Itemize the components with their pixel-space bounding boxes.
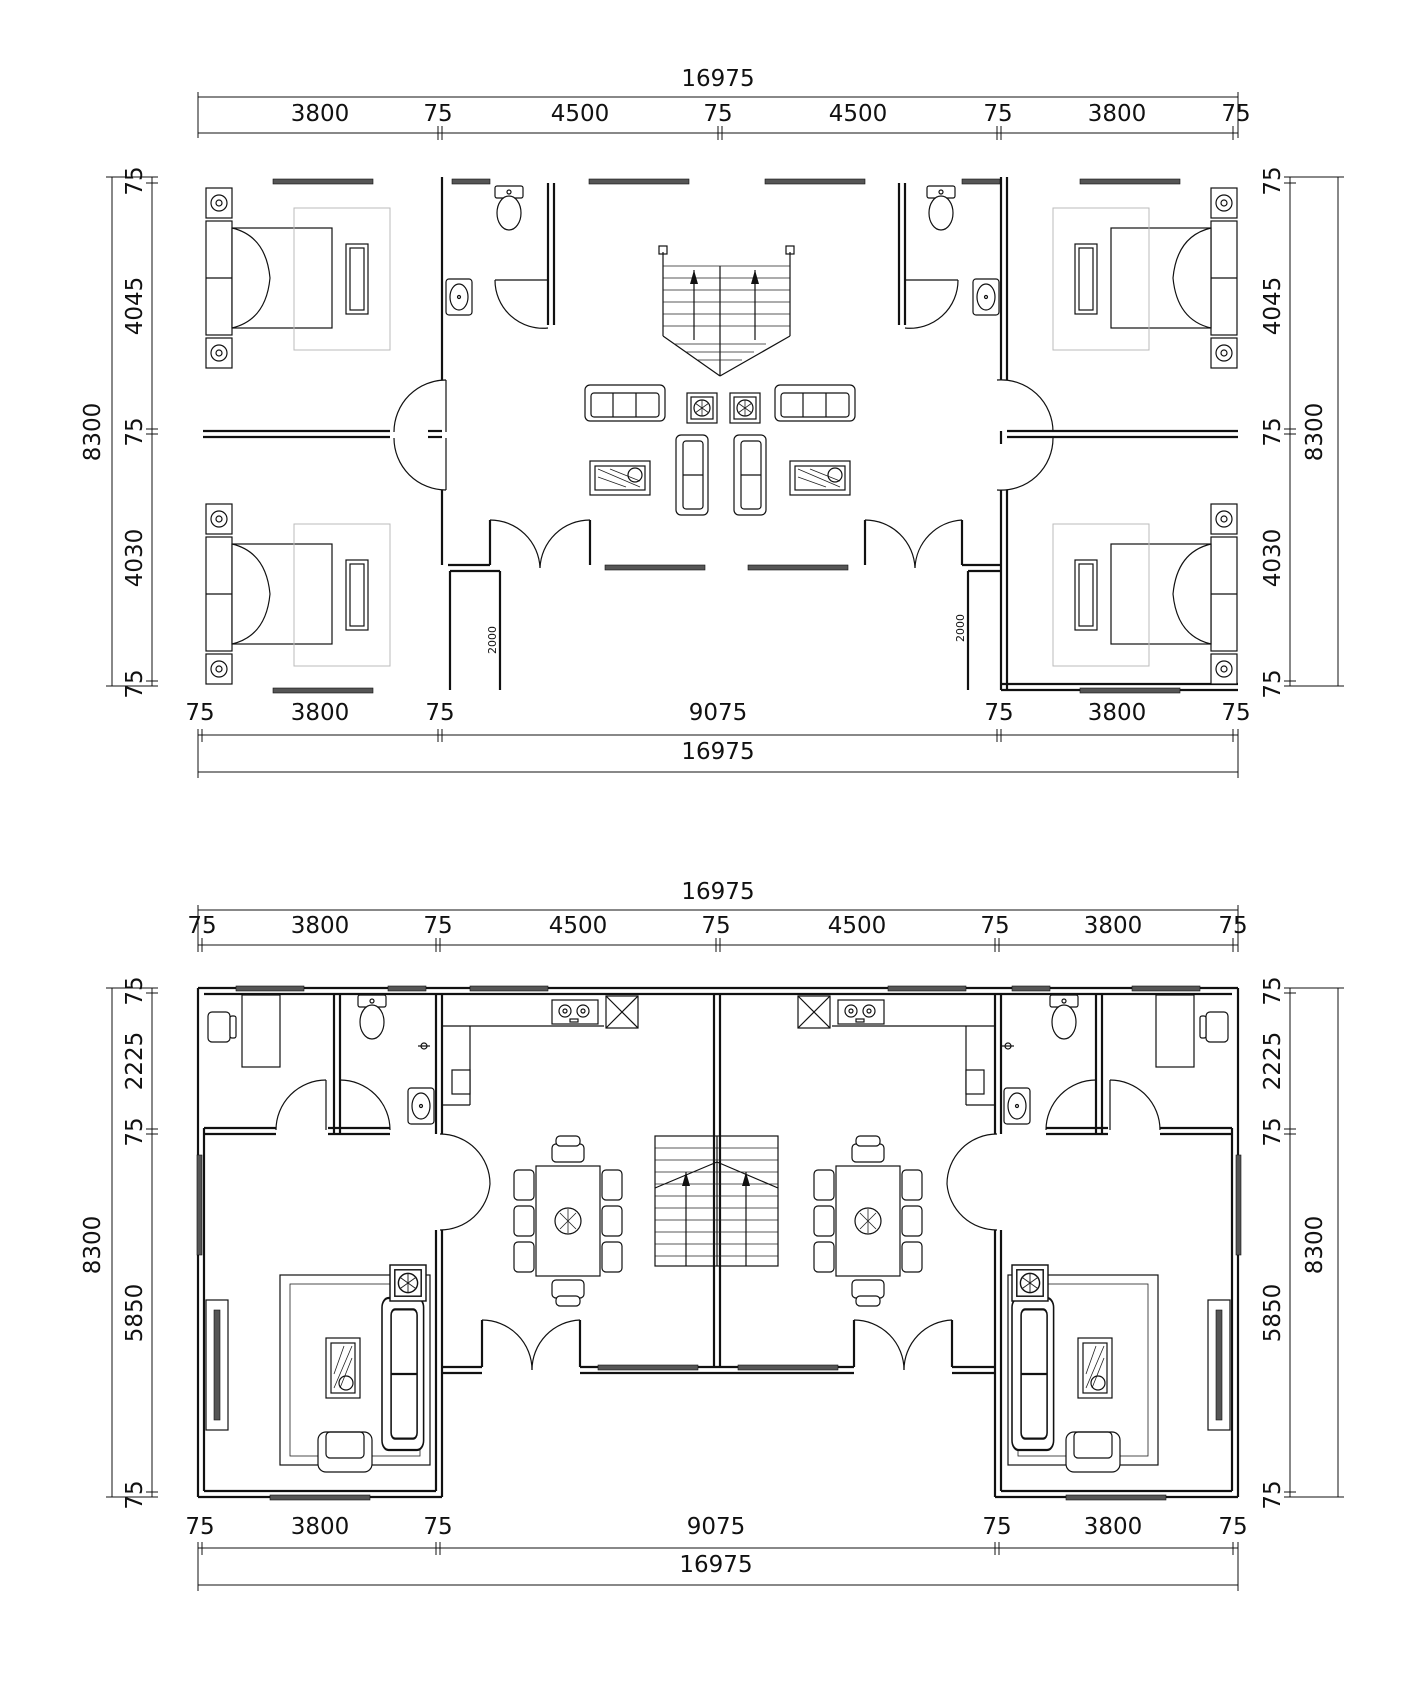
lower-top-seg-2: 3800 [291, 913, 350, 939]
lower-bottom-seg-3: 75 [423, 1514, 452, 1540]
lower-bottom-dimension: 75 3800 75 9075 75 3800 75 16975 [185, 1514, 1248, 1591]
upper-left-seg-5: 75 [122, 669, 148, 698]
upper-plan: 16975 3800 75 4500 75 4500 75 3800 75 83… [80, 66, 1344, 778]
lower-right-seg-5: 75 [1260, 1480, 1286, 1509]
upper-stub-label-1: 2000 [486, 626, 499, 654]
upper-right-seg-5: 75 [1260, 669, 1286, 698]
lower-top-seg-3: 75 [423, 913, 452, 939]
lower-left-seg-2: 2225 [122, 1032, 148, 1091]
upper-left-seg-3: 75 [122, 417, 148, 446]
upper-doors [393, 279, 1054, 569]
upper-left-seg-1: 75 [122, 166, 148, 195]
upper-top-dimension: 16975 3800 75 4500 75 4500 75 3800 75 [197, 66, 1251, 140]
upper-top-seg-8: 75 [1221, 101, 1250, 127]
upper-windows [272, 178, 1181, 694]
lower-bottom-seg-7: 75 [1218, 1514, 1247, 1540]
upper-stub-label-2: 2000 [954, 614, 967, 642]
lower-top-dimension: 16975 75 3800 75 4500 75 4500 75 3800 75 [187, 879, 1248, 952]
upper-left-seg-4: 4030 [122, 529, 148, 588]
upper-top-seg-1: 3800 [291, 101, 350, 127]
upper-living-furniture [584, 384, 856, 516]
lower-service-rooms [207, 994, 1229, 1125]
upper-top-seg-4: 75 [703, 101, 732, 127]
upper-bottom-seg-7: 75 [1221, 700, 1250, 726]
upper-bathroom-fixtures [445, 185, 1000, 316]
upper-bottom-seg-5: 75 [984, 700, 1013, 726]
upper-top-seg-2: 75 [423, 101, 452, 127]
lower-left-dimension: 8300 75 2225 75 5850 75 [80, 976, 158, 1510]
lower-windows [196, 985, 1242, 1501]
upper-right-seg-4: 4030 [1260, 529, 1286, 588]
upper-bottom-dimension: 75 3800 75 9075 75 3800 75 16975 [185, 700, 1251, 778]
upper-bottom-total: 16975 [681, 739, 754, 765]
lower-living-right [1007, 1264, 1231, 1473]
lower-left-total: 8300 [80, 1216, 106, 1275]
lower-kitchen [513, 995, 923, 1307]
upper-left-dimension: 8300 75 4045 75 4030 75 [80, 166, 158, 699]
lower-right-total: 8300 [1302, 1216, 1328, 1275]
lower-left-seg-4: 5850 [122, 1284, 148, 1343]
upper-right-seg-2: 4045 [1260, 277, 1286, 336]
lower-top-seg-1: 75 [187, 913, 216, 939]
upper-bottom-seg-2: 3800 [291, 700, 350, 726]
upper-top-seg-5: 4500 [829, 101, 888, 127]
lower-right-seg-1: 75 [1260, 976, 1286, 1005]
upper-right-dimension: 8300 75 4045 75 4030 75 [1260, 166, 1344, 699]
lower-bottom-seg-5: 75 [982, 1514, 1011, 1540]
lower-top-seg-6: 4500 [828, 913, 887, 939]
lower-top-seg-5: 75 [701, 913, 730, 939]
lower-bottom-total: 16975 [679, 1552, 752, 1578]
lower-top-seg-8: 3800 [1084, 913, 1143, 939]
lower-right-dimension: 8300 75 2225 75 5850 75 [1260, 976, 1344, 1510]
lower-top-total: 16975 [681, 879, 754, 905]
lower-walls [196, 986, 1240, 1499]
lower-plan: 16975 75 3800 75 4500 75 4500 75 3800 75… [80, 879, 1344, 1591]
upper-right-total: 8300 [1302, 403, 1328, 462]
lower-living-left [205, 1264, 431, 1473]
lower-stairs [654, 1135, 779, 1267]
lower-top-seg-4: 4500 [549, 913, 608, 939]
lower-bottom-seg-4: 9075 [687, 1514, 746, 1540]
upper-right-seg-1: 75 [1260, 166, 1286, 195]
upper-bottom-seg-3: 75 [425, 700, 454, 726]
lower-right-seg-3: 75 [1260, 1117, 1286, 1146]
lower-right-seg-2: 2225 [1260, 1032, 1286, 1091]
upper-top-total: 16975 [681, 66, 754, 92]
upper-top-seg-6: 75 [983, 101, 1012, 127]
lower-bottom-seg-6: 3800 [1084, 1514, 1143, 1540]
upper-right-seg-3: 75 [1260, 417, 1286, 446]
upper-bottom-seg-4: 9075 [689, 700, 748, 726]
lower-right-seg-4: 5850 [1260, 1284, 1286, 1343]
upper-left-total: 8300 [80, 403, 106, 462]
lower-top-seg-7: 75 [980, 913, 1009, 939]
upper-bottom-seg-6: 3800 [1088, 700, 1147, 726]
upper-top-seg-7: 3800 [1088, 101, 1147, 127]
lower-top-seg-9: 75 [1218, 913, 1247, 939]
upper-bottom-seg-1: 75 [185, 700, 214, 726]
upper-top-seg-3: 4500 [551, 101, 610, 127]
lower-bottom-seg-1: 75 [185, 1514, 214, 1540]
lower-left-seg-3: 75 [122, 1117, 148, 1146]
lower-left-seg-5: 75 [122, 1480, 148, 1509]
lower-bottom-seg-2: 3800 [291, 1514, 350, 1540]
lower-doors [275, 1079, 1161, 1371]
upper-left-seg-2: 4045 [122, 277, 148, 336]
upper-stairs [658, 245, 795, 377]
lower-left-seg-1: 75 [122, 976, 148, 1005]
